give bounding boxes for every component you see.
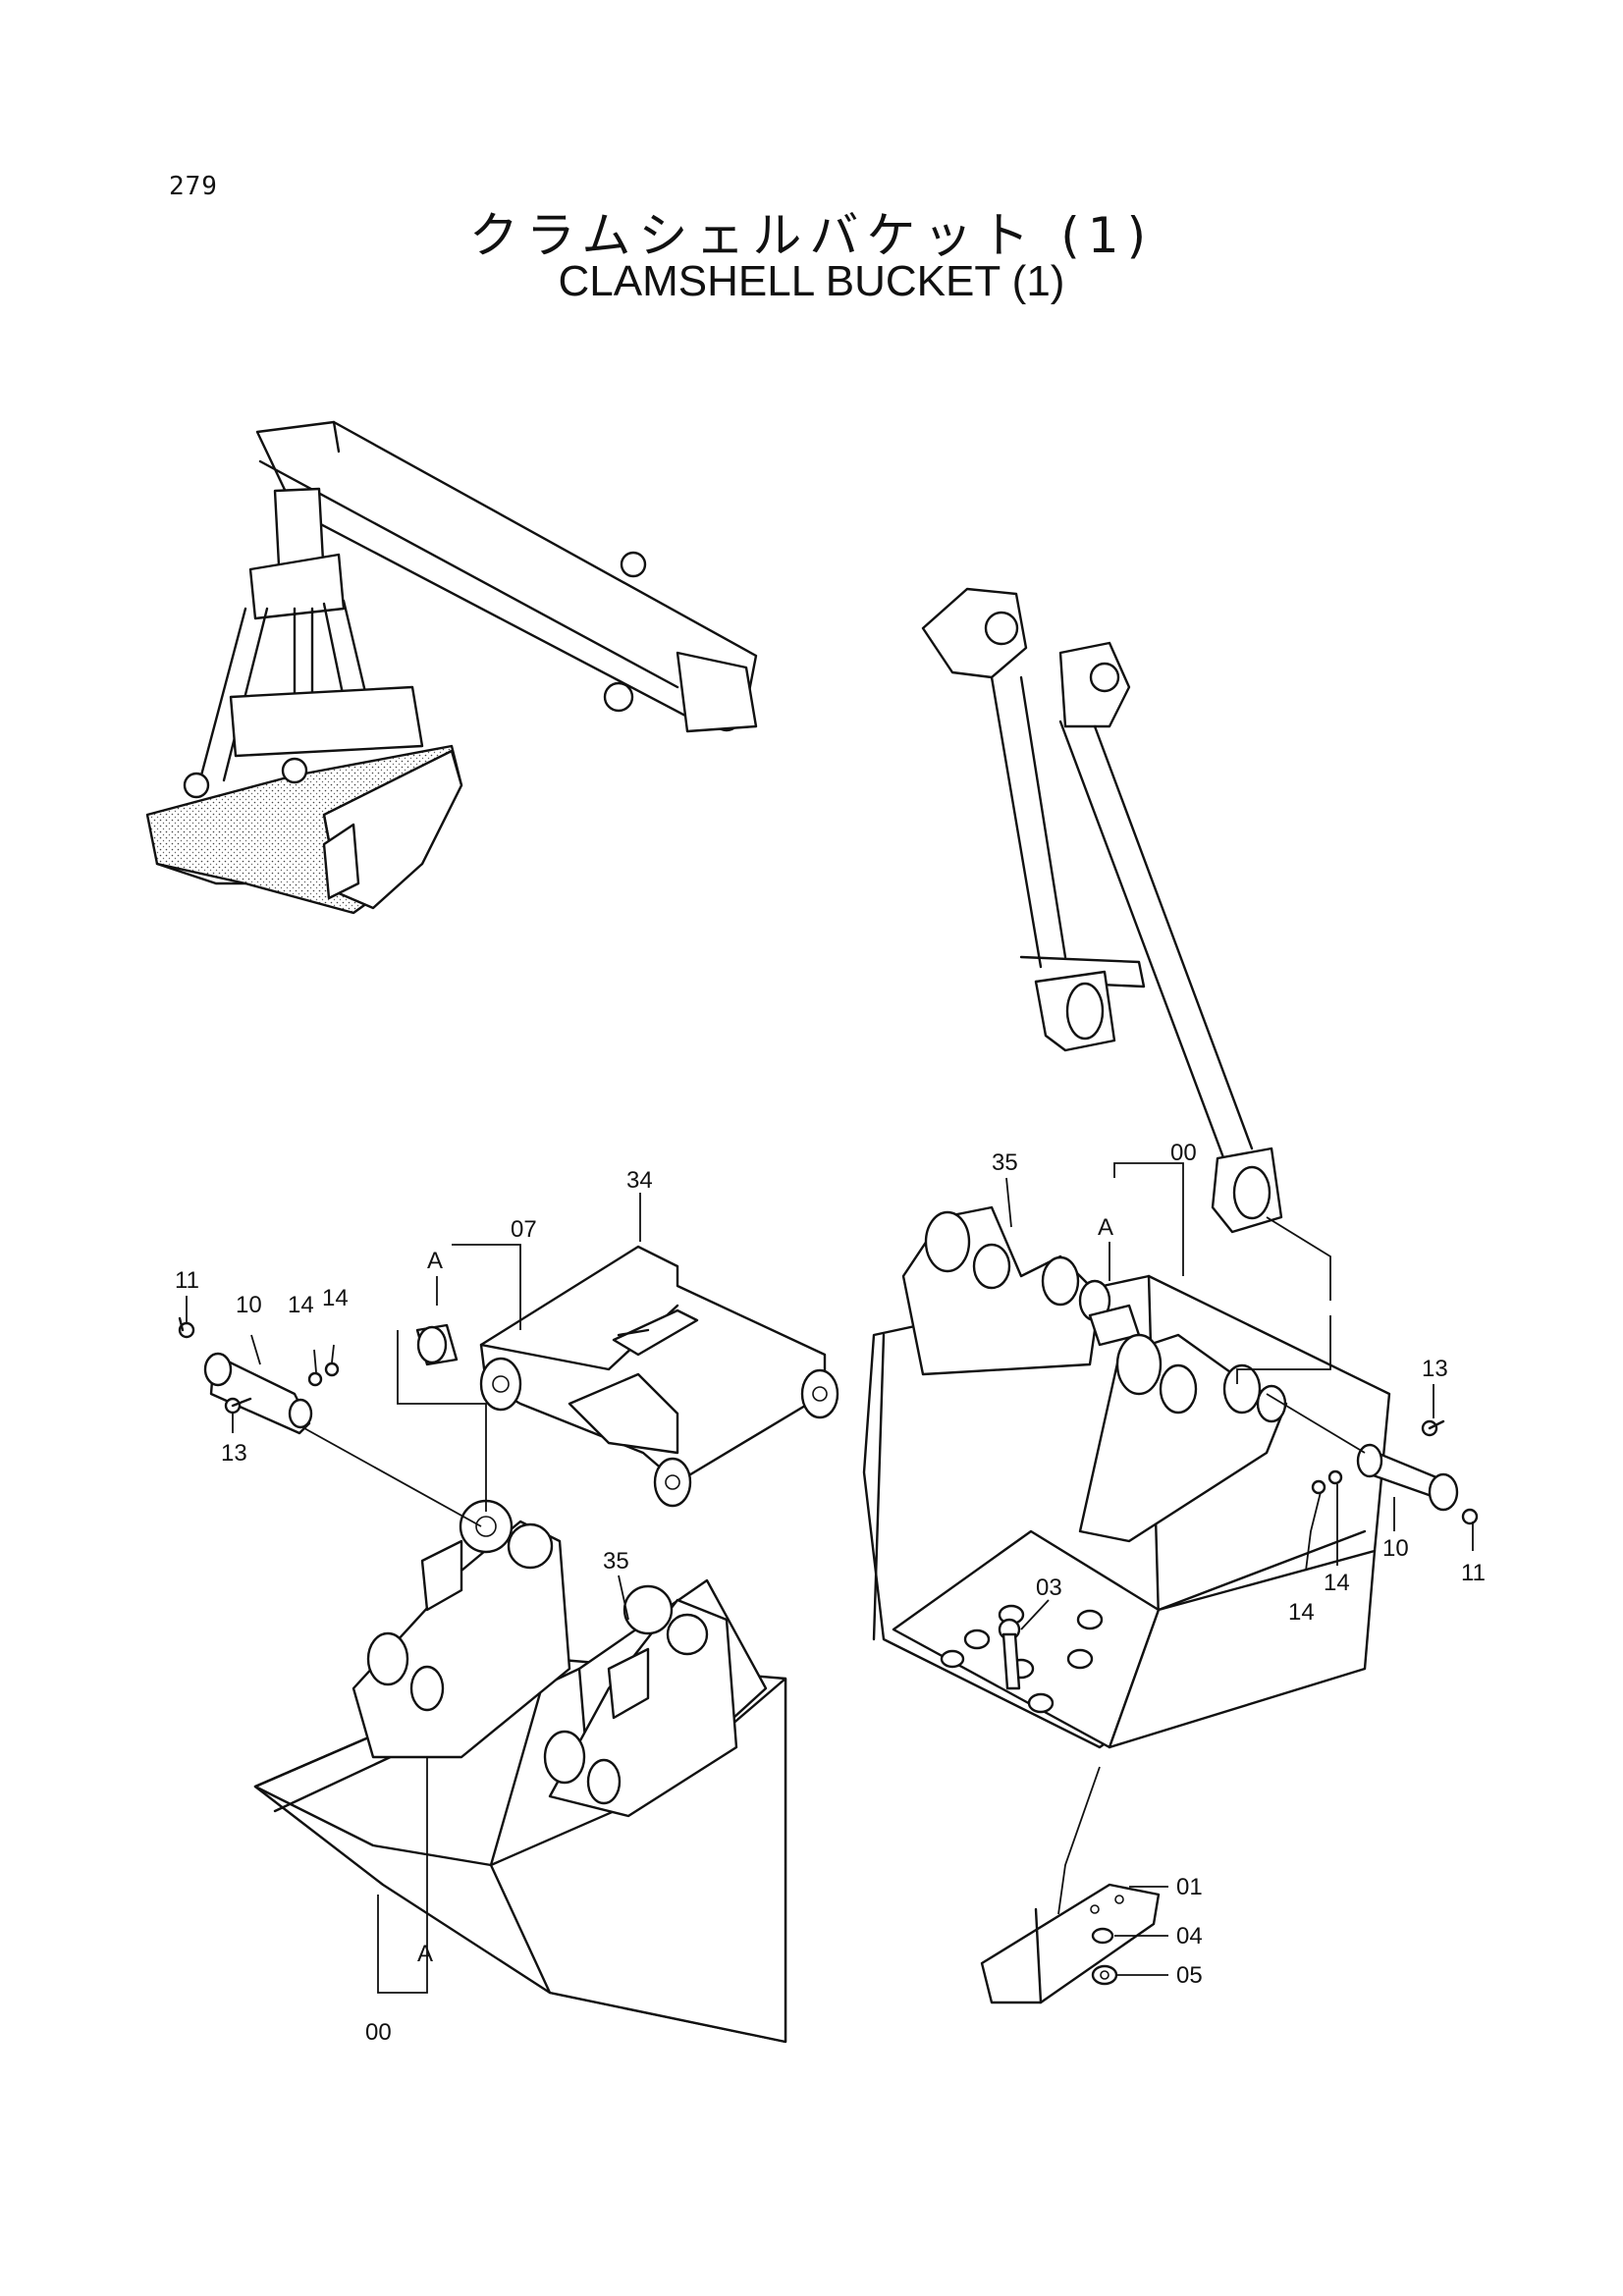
title-japanese: クラムシェルバケット (1) xyxy=(468,207,1155,264)
callout-a-top-left: A xyxy=(427,1248,443,1274)
callout-35-left: 35 xyxy=(603,1548,629,1575)
callout-13-right: 13 xyxy=(1422,1356,1448,1382)
callout-13-left: 13 xyxy=(221,1440,247,1467)
callout-05: 05 xyxy=(1176,1962,1203,1989)
callout-10-right: 10 xyxy=(1382,1535,1409,1562)
callout-35-top: 35 xyxy=(992,1149,1018,1176)
page-number: 279 xyxy=(169,172,218,201)
callout-01: 01 xyxy=(1176,1874,1203,1900)
callout-34: 34 xyxy=(626,1167,653,1194)
callout-11-left: 11 xyxy=(175,1267,199,1294)
callout-00-left: 00 xyxy=(365,2019,392,2046)
link-assembly xyxy=(921,587,1283,1234)
callout-a-bottom: A xyxy=(417,1941,433,1967)
leader-lines xyxy=(186,1162,1474,1994)
callout-14-left-b: 14 xyxy=(322,1285,349,1311)
callout-03: 03 xyxy=(1036,1575,1062,1601)
title-english: CLAMSHELL BUCKET (1) xyxy=(558,257,1065,305)
bracket-34 xyxy=(415,1245,839,1508)
callout-14-right-b: 14 xyxy=(1288,1599,1315,1626)
bucket-half-right xyxy=(862,1205,1391,2004)
callout-a-top-right: A xyxy=(1098,1214,1113,1241)
callout-00-right: 00 xyxy=(1170,1140,1197,1166)
callout-10-left: 10 xyxy=(236,1292,262,1318)
callout-04: 04 xyxy=(1176,1923,1203,1949)
callout-14-left-a: 14 xyxy=(288,1292,314,1318)
callout-labels: 00 35 A 13 10 11 14 14 03 01 04 05 07 34… xyxy=(175,1140,1486,2046)
overview-machine-illustration xyxy=(145,420,758,915)
callout-14-right-a: 14 xyxy=(1324,1570,1350,1596)
bucket-half-left xyxy=(253,1499,787,2044)
callout-07: 07 xyxy=(511,1216,537,1243)
hardware-left xyxy=(178,1316,340,1435)
callout-11-right: 11 xyxy=(1461,1560,1486,1586)
